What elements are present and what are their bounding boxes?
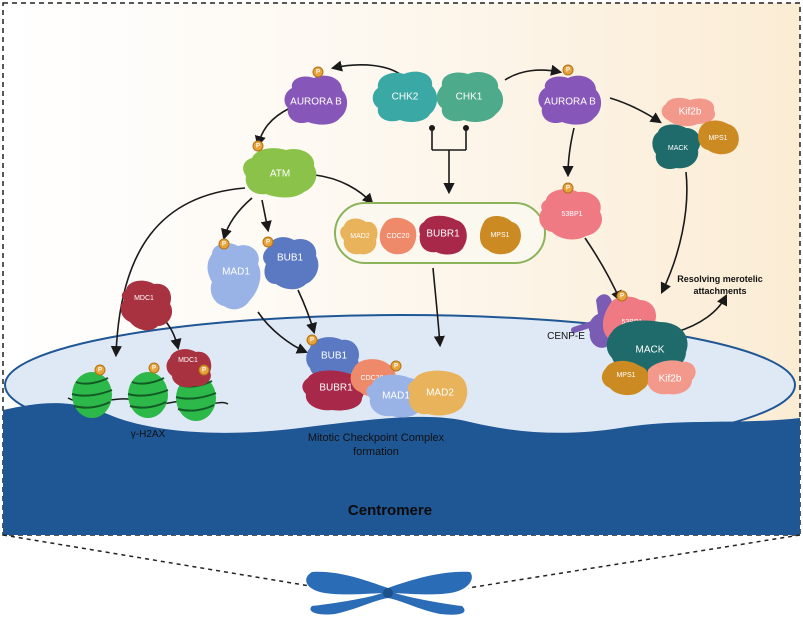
chk2-protein: CHK2 <box>372 71 438 122</box>
cdc20-label: CDC20 <box>387 233 410 240</box>
mps1-protein: MPS1 <box>479 216 521 255</box>
mcc-bubr1-label: BUBR1 <box>319 383 353 394</box>
kif2b-complex-protein: Kif2b <box>647 360 696 395</box>
phospho-label: P <box>256 144 260 150</box>
mps1-complex-label: MPS1 <box>616 372 635 379</box>
kinetochore-complex: 53BP1 P MACK MPS1 Kif2b CENP-E <box>547 290 696 396</box>
centromere-label: Centromere <box>348 502 432 519</box>
gamma-h2ax-label: γ-H2AX <box>131 429 166 440</box>
chk2-label: CHK2 <box>392 92 419 103</box>
phospho-label: P <box>98 368 102 374</box>
bubr1-protein: BUBR1 <box>419 215 467 255</box>
mdc1-chromatin-protein: MDC1 P <box>166 349 212 388</box>
atm-protein: ATM P <box>243 140 317 198</box>
aurora-b-left-protein: AURORA B P <box>284 66 348 125</box>
bub1-protein: BUB1 P <box>262 236 319 290</box>
mad2-protein: MAD2 <box>340 218 378 255</box>
phospho-label: P <box>202 368 206 374</box>
aurora-b-right-label: AURORA B <box>544 97 596 108</box>
mcc-bub1-protein: BUB1 P <box>306 334 360 381</box>
mdc1-protein: MDC1 <box>120 280 173 331</box>
chromatin: P P MDC1 P γ-H2AX <box>67 349 229 440</box>
mack-protein-top: MACK <box>652 124 701 170</box>
pathway-arrows <box>110 60 728 358</box>
chk1-label: CHK1 <box>456 92 483 103</box>
resolving-annotation: Resolving merotelic attachments <box>677 274 763 296</box>
mad1-label: MAD1 <box>222 267 250 278</box>
53bp1-label: 53BP1 <box>561 211 582 218</box>
cdc20-protein: CDC20 <box>379 217 417 255</box>
bubr1-label: BUBR1 <box>426 229 460 240</box>
mcc-bub1-label: BUB1 <box>321 351 348 362</box>
phospho-label: P <box>152 366 156 372</box>
mad1-protein: MAD1 P <box>207 238 261 310</box>
mdc1-chromatin-label: MDC1 <box>178 357 198 364</box>
aurora-b-left-label: AURORA B <box>290 97 342 108</box>
bub1-label: BUB1 <box>277 253 304 264</box>
aurora-b-right-protein: AURORA B P <box>538 64 602 125</box>
chk1-protein: CHK1 <box>436 71 504 122</box>
nucleosome: P <box>71 364 113 418</box>
mcc-title-line1: Mitotic Checkpoint Complex <box>308 432 445 444</box>
checkpoint-box: MAD2 CDC20 BUBR1 MPS1 <box>334 202 546 264</box>
zoom-lines <box>2 534 801 589</box>
atm-label: ATM <box>270 169 290 180</box>
mack-complex-protein: MACK <box>606 320 688 374</box>
phospho-label: P <box>394 364 398 370</box>
mack-complex-label: MACK <box>636 345 665 356</box>
resolving-line2: attachments <box>693 286 746 296</box>
mcc-mad1-label: MAD1 <box>382 391 410 402</box>
phospho-label: P <box>310 338 314 344</box>
mack-top-label: MACK <box>668 145 689 152</box>
kif2b-complex-label: Kif2b <box>659 374 682 385</box>
mps1-complex-protein: MPS1 <box>601 360 650 396</box>
phospho-label: P <box>316 70 320 76</box>
mps1-top-label: MPS1 <box>708 135 727 142</box>
phospho-label: P <box>222 242 226 248</box>
53bp1-protein: 53BP1 P <box>539 182 603 240</box>
mps1-label: MPS1 <box>490 232 509 239</box>
phospho-label: P <box>266 240 270 246</box>
centromere-region: Centromere <box>3 403 800 535</box>
mcc-mad2-label: MAD2 <box>426 388 454 399</box>
mcc-cdc20-label: CDC20 <box>361 375 384 382</box>
mdc1-label: MDC1 <box>134 295 154 302</box>
resolving-line1: Resolving merotelic <box>677 274 763 284</box>
mcc-complex: BUB1 P BUBR1 CDC20 MAD1 P MAD2 Mitotic C… <box>302 334 468 458</box>
cenpe-label: CENP-E <box>547 331 585 342</box>
phospho-label: P <box>620 294 624 300</box>
mcc-title-line2: formation <box>353 446 399 458</box>
nucleosome: P <box>127 362 169 418</box>
mcc-bubr1-protein: BUBR1 <box>302 370 365 411</box>
mps1-protein-top: MPS1 <box>698 120 739 155</box>
kif2b-protein-top: Kif2b <box>661 97 716 127</box>
kif2b-top-label: Kif2b <box>679 107 702 118</box>
mcc-mad2-protein: MAD2 <box>407 370 468 416</box>
phospho-label: P <box>566 68 570 74</box>
phospho-label: P <box>566 186 570 192</box>
mad2-label: MAD2 <box>350 233 370 240</box>
chromosome <box>306 571 472 615</box>
